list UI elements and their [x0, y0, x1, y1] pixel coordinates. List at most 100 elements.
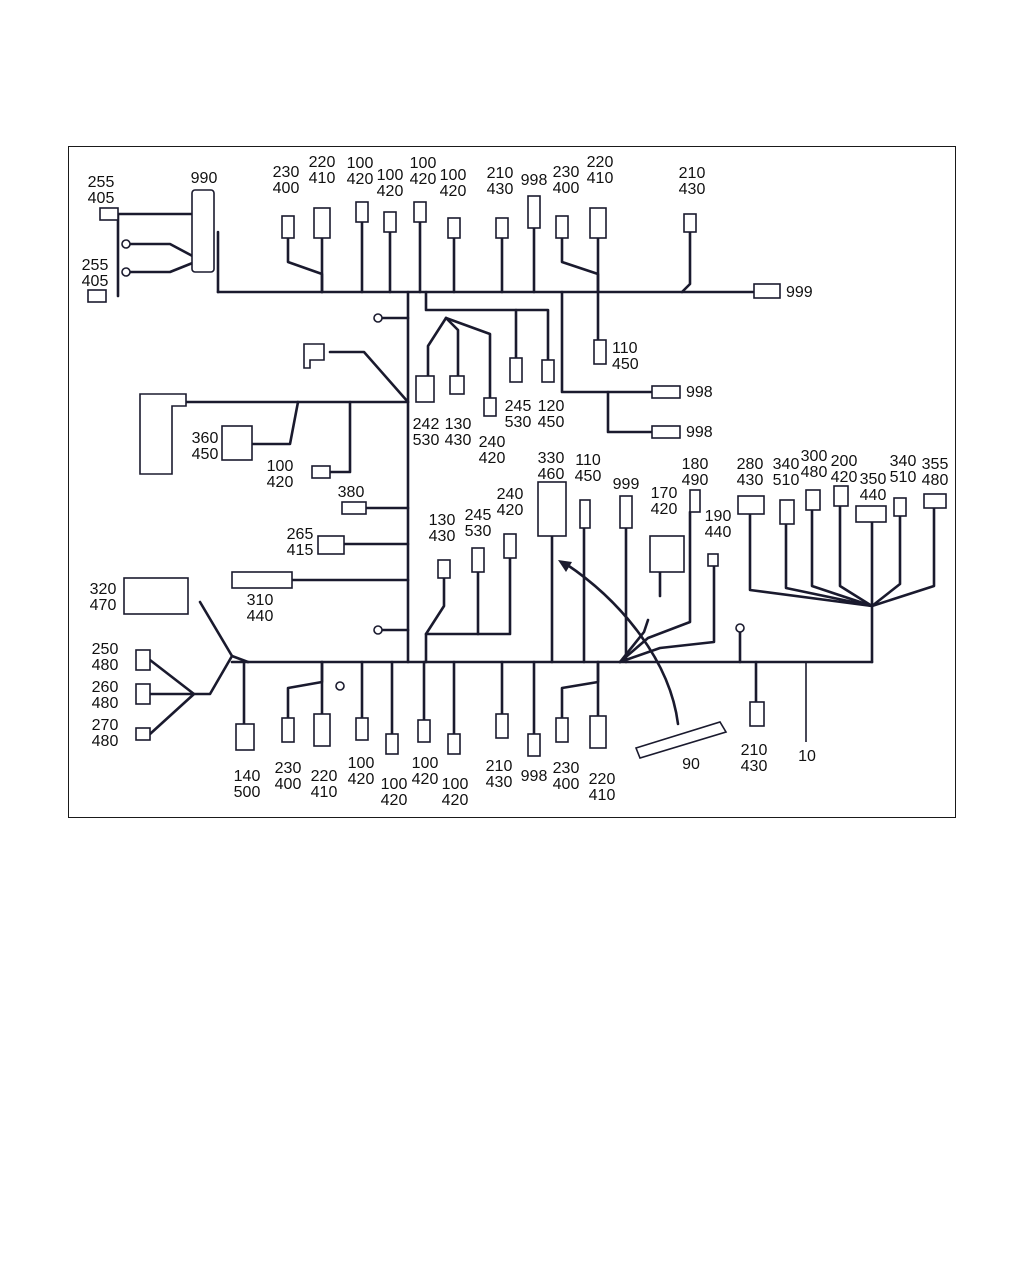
label-line: 430	[429, 528, 456, 545]
connectors	[87, 189, 947, 759]
connector-999	[753, 283, 781, 299]
label-line: 170	[651, 485, 678, 502]
label-line: 430	[741, 758, 768, 775]
label-line: 100	[440, 167, 467, 184]
label-line: 230	[273, 164, 300, 181]
label-line: 480	[922, 472, 949, 489]
arrow-90	[564, 562, 680, 726]
label-999: 999	[786, 284, 813, 301]
connector-90	[634, 721, 728, 759]
label-line: 340	[890, 453, 917, 470]
connector-170-420	[649, 535, 685, 573]
label-line: 400	[553, 776, 580, 793]
label-line: 250	[92, 641, 119, 658]
label-line: 430	[487, 181, 514, 198]
label-line: 420	[347, 171, 374, 188]
label-line: 420	[651, 501, 678, 518]
label-line: 230	[275, 760, 302, 777]
label-line: 255	[88, 174, 115, 191]
label-line: 420	[442, 792, 469, 809]
connector-255-405-b	[87, 289, 107, 303]
label-line: 430	[679, 181, 706, 198]
label-line: 470	[90, 597, 117, 614]
label-line: 440	[705, 524, 732, 541]
label-line: 280	[737, 456, 764, 473]
label-line: 90	[682, 756, 700, 773]
label-line: 360	[192, 430, 219, 447]
label-line: 340	[773, 456, 800, 473]
label-line: 265	[287, 526, 314, 543]
label-line: 420	[831, 469, 858, 486]
label-line: 350	[860, 471, 887, 488]
connector-380	[341, 501, 367, 515]
label-380: 380	[338, 484, 365, 501]
label-998-top: 998	[521, 172, 548, 189]
label-line: 430	[486, 774, 513, 791]
label-line: 190	[705, 508, 732, 525]
label-line: 420	[412, 771, 439, 788]
label-line: 420	[497, 502, 524, 519]
label-line: 245	[505, 398, 532, 415]
label-line: 100	[377, 167, 404, 184]
label-line: 415	[287, 542, 314, 559]
label-line: 420	[410, 171, 437, 188]
label-line: 210	[679, 165, 706, 182]
label-line: 210	[487, 165, 514, 182]
label-line: 100	[412, 755, 439, 772]
label-line: 355	[922, 456, 949, 473]
label-line: 260	[92, 679, 119, 696]
connector-360-bracket	[139, 393, 187, 475]
connector-330-460	[537, 481, 567, 537]
label-line: 480	[92, 733, 119, 750]
label-line: 220	[311, 768, 338, 785]
label-line: 410	[309, 170, 336, 187]
label-line: 200	[831, 453, 858, 470]
arrow-head	[558, 560, 572, 572]
label-line: 420	[267, 474, 294, 491]
label-line: 10	[798, 748, 816, 765]
connector-310-440	[231, 571, 293, 589]
label-line: 140	[234, 768, 261, 785]
label-line: 999	[786, 284, 813, 301]
label-line: 440	[247, 608, 274, 625]
connector-998-a	[651, 385, 681, 399]
label-line: 405	[82, 273, 109, 290]
connector-265-415	[317, 535, 345, 555]
label-line: 100	[381, 776, 408, 793]
label-line: 999	[613, 476, 640, 493]
diagram-frame	[68, 146, 956, 818]
label-line: 440	[860, 487, 887, 504]
label-line: 998	[686, 384, 713, 401]
label-line: 410	[311, 784, 338, 801]
